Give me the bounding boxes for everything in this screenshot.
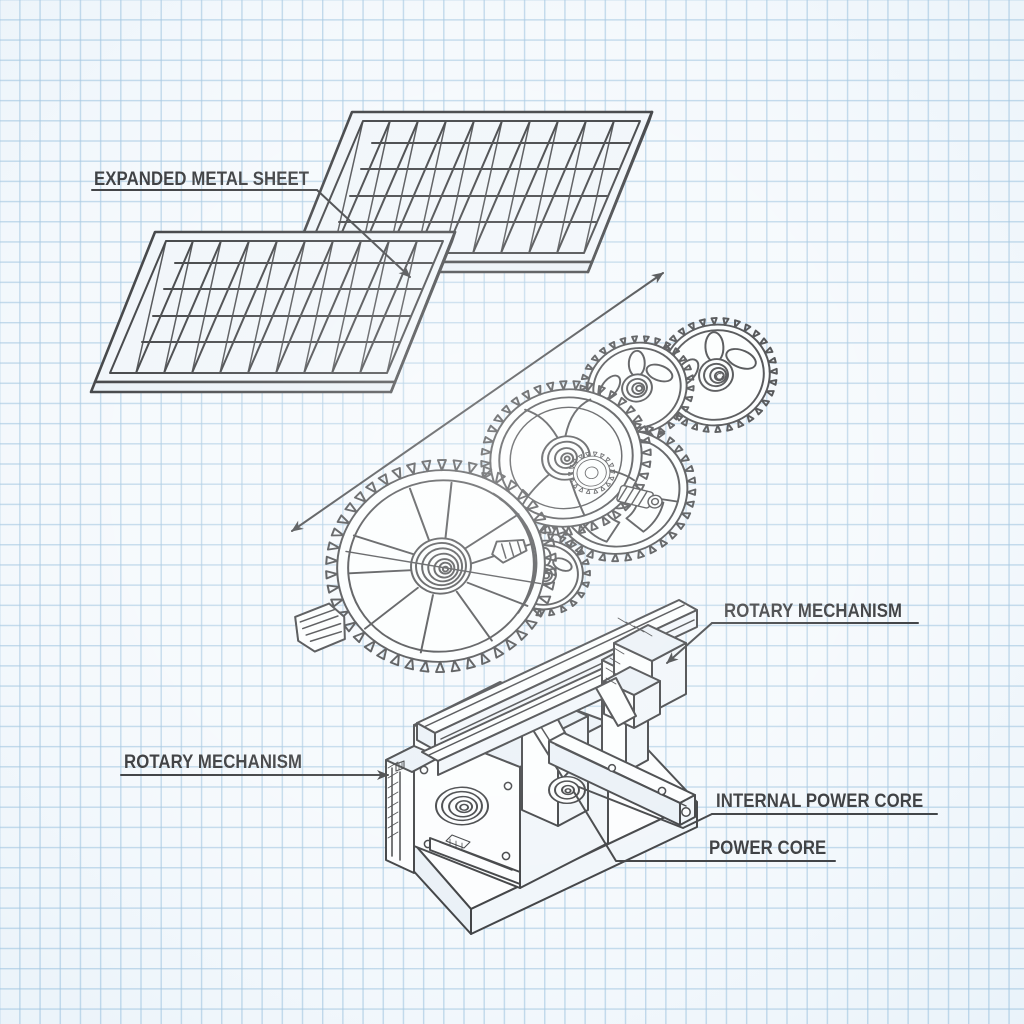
label-internal-power-core: INTERNAL POWER CORE — [716, 790, 924, 812]
leader-line-expanded-metal-sheet — [316, 189, 411, 278]
component-gear-large-main — [325, 459, 557, 673]
label-rotary-mechanism-right: ROTARY MECHANISM — [724, 600, 903, 622]
label-power-core: POWER CORE — [709, 837, 827, 859]
explosion-axis-arrow — [291, 272, 664, 532]
label-rotary-mechanism-left: ROTARY MECHANISM — [124, 751, 303, 773]
leader-line-rotary-right — [666, 622, 713, 664]
leader-line-internal-power-core — [578, 786, 713, 829]
component-gear-mid-upper — [480, 380, 663, 536]
leader-line-power-core — [573, 791, 707, 862]
component-base-chassis — [385, 599, 698, 935]
label-leader-lines — [91, 189, 938, 862]
label-expanded-metal-sheet: EXPANDED METAL SHEET — [94, 168, 310, 190]
component-metal-sheet-front — [89, 230, 457, 394]
component-spring-clip — [294, 602, 346, 653]
